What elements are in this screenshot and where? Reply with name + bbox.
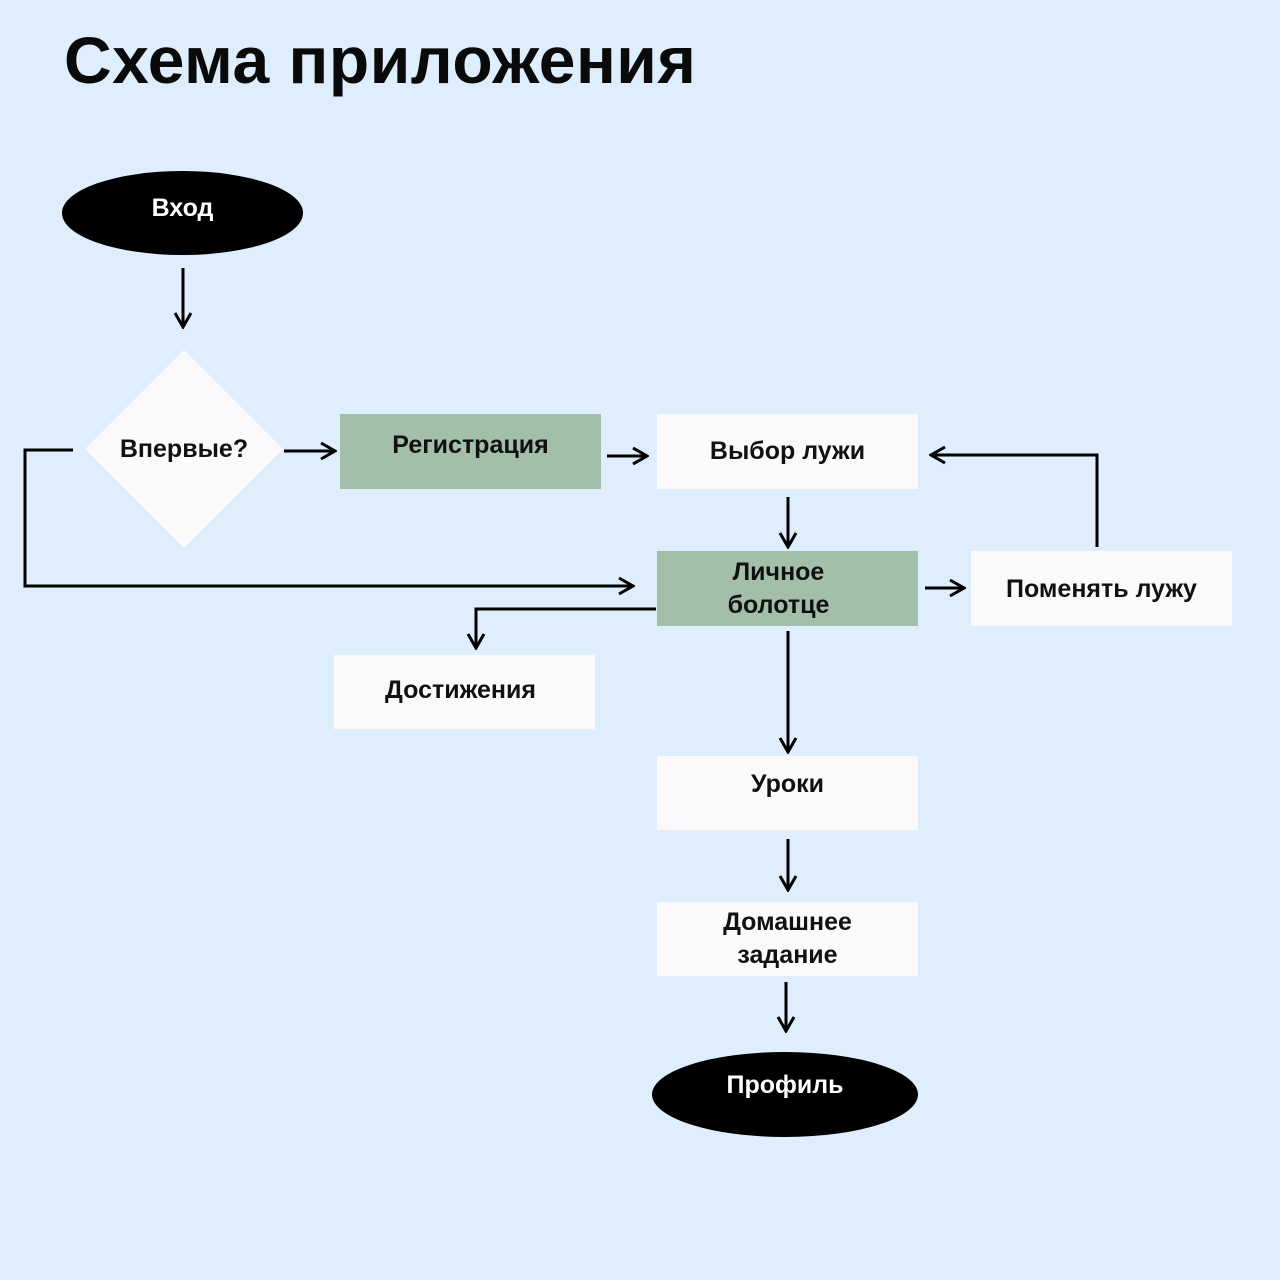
edge-lichnoe-dostizheniya	[476, 607, 656, 648]
page-title: Схема приложения	[64, 23, 697, 97]
node-lichnoe-bolottse-box[interactable]: Личное болотце	[657, 551, 918, 626]
node-vhod[interactable]: Вход	[62, 171, 303, 255]
node-registratsiya-label: Регистрация	[392, 431, 549, 459]
node-vpervye-label: Впервые?	[119, 434, 249, 463]
node-lichnoe-bolottse-label: Личное болотце	[727, 557, 830, 619]
edge-pomenyat-vybor	[931, 455, 1099, 547]
node-vhod-label: Вход	[151, 193, 214, 222]
node-vpervye[interactable]: Впервые?	[84, 350, 284, 548]
node-domashnee-zadanie-label: Домашнее задание	[723, 908, 852, 969]
node-pomenyat-luzhu-label: Поменять лужу	[1006, 575, 1197, 603]
node-pomenyat-luzhu[interactable]: Поменять лужу	[971, 551, 1232, 626]
node-uroki[interactable]: Уроки	[657, 756, 918, 830]
node-domashnee-zadanie[interactable]: Домашнее задание	[657, 902, 918, 976]
node-registratsiya[interactable]: Регистрация	[340, 414, 601, 489]
node-profil-label: Профиль	[726, 1071, 844, 1099]
node-vybor-luzhi-label: Выбор лужи	[709, 437, 866, 465]
node-vybor-luzhi[interactable]: Выбор лужи	[657, 414, 918, 489]
node-dostizheniya-label: Достижения	[385, 675, 536, 704]
node-uroki-label: Уроки	[750, 769, 825, 798]
node-profil[interactable]: Профиль	[652, 1052, 918, 1137]
node-dostizheniya[interactable]: Достижения	[334, 655, 595, 729]
